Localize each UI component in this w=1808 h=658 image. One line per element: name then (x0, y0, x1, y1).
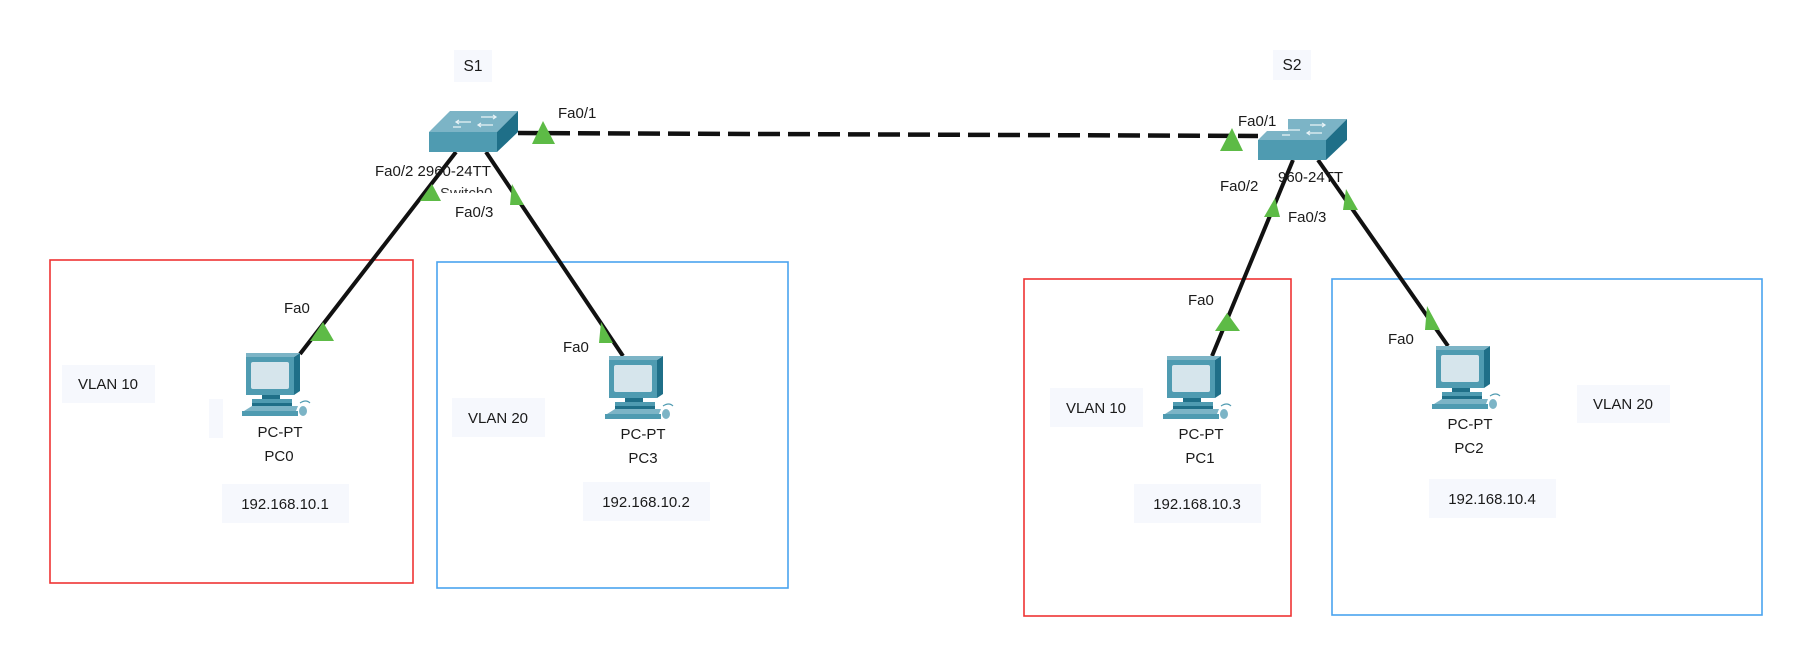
port-up-icon-s2-fa03 (1343, 189, 1358, 210)
port-up-icon-s1-fa01 (532, 121, 555, 144)
port-label-pc2-fa0: Fa0 (1388, 331, 1414, 348)
switch-s1-hostname: Switch0 (440, 185, 493, 202)
port-label-pc1-fa0: Fa0 (1188, 292, 1214, 309)
vlan-label-zone-1: VLAN 10 (78, 376, 138, 393)
port-up-icon-s2-fa02 (1264, 198, 1280, 217)
link-s1-pc3[interactable] (484, 150, 625, 358)
port-up-icon-pc2-fa0 (1425, 306, 1440, 330)
vlan-label-zone-3: VLAN 10 (1066, 400, 1126, 417)
switch-s2-name: S2 (1283, 57, 1302, 74)
vlan-zone-pc0[interactable] (49, 259, 414, 584)
pc-pc3-model: PC-PT (621, 426, 666, 443)
port-label-s1-fa02-model: Fa0/2 2960-24TT (375, 163, 491, 180)
port-label-s2-fa02: Fa0/2 (1220, 178, 1258, 195)
port-label-s2-fa01: Fa0/1 (1238, 113, 1276, 130)
port-up-icon-s1-fa02 (420, 184, 441, 201)
pc-icon (1432, 346, 1501, 409)
vlan-zone-pc2[interactable] (1331, 278, 1763, 616)
pc-pc1[interactable] (1163, 356, 1232, 419)
vlan-label-zone-2: VLAN 20 (468, 410, 528, 427)
pc-pc1-name: PC1 (1185, 450, 1214, 467)
port-up-icon-s1-fa03 (510, 184, 524, 205)
pc-pc3[interactable] (605, 356, 674, 419)
pc-icon (1163, 356, 1232, 419)
pc-pc0-name: PC0 (264, 448, 293, 465)
ip-label-pc1: 192.168.10.3 (1153, 496, 1241, 513)
pc-icon (242, 353, 311, 416)
port-label-pc0-fa0: Fa0 (284, 300, 310, 317)
vlan-label-zone-4: VLAN 20 (1593, 396, 1653, 413)
port-up-icon-pc0-fa0 (310, 322, 334, 341)
vlan-zone-pc3[interactable] (436, 261, 789, 589)
switch-s1-name: S1 (464, 58, 483, 75)
ip-label-pc2: 192.168.10.4 (1448, 491, 1536, 508)
link-s1-s2-trunk[interactable] (517, 130, 1259, 139)
vlan-zone-pc1[interactable] (1023, 278, 1292, 617)
port-label-s2-fa03: Fa0/3 (1288, 209, 1326, 226)
pc-pc1-model: PC-PT (1179, 426, 1224, 443)
pc-pc2[interactable] (1432, 346, 1501, 409)
ip-label-pc0: 192.168.10.1 (241, 496, 329, 513)
switch-s2-model: 960-24TT (1278, 169, 1343, 186)
pc-pc0[interactable] (242, 353, 311, 416)
port-up-icon-pc3-fa0 (599, 322, 613, 343)
pc-pc2-model: PC-PT (1448, 416, 1493, 433)
switch-s1[interactable] (429, 111, 518, 152)
pc-pc0-model: PC-PT (258, 424, 303, 441)
pc-pc2-name: PC2 (1454, 440, 1483, 457)
ip-label-pc3: 192.168.10.2 (602, 494, 690, 511)
port-label-s1-fa03: Fa0/3 (455, 204, 493, 221)
link-s1-pc0[interactable] (298, 150, 458, 356)
port-up-icon-pc1-fa0 (1215, 313, 1240, 331)
switch-icon (429, 111, 518, 152)
port-label-s1-fa01: Fa0/1 (558, 105, 596, 122)
port-up-icon-s2-fa01 (1220, 128, 1243, 151)
pc-icon (605, 356, 674, 419)
pc-pc3-name: PC3 (628, 450, 657, 467)
port-label-pc3-fa0: Fa0 (563, 339, 589, 356)
